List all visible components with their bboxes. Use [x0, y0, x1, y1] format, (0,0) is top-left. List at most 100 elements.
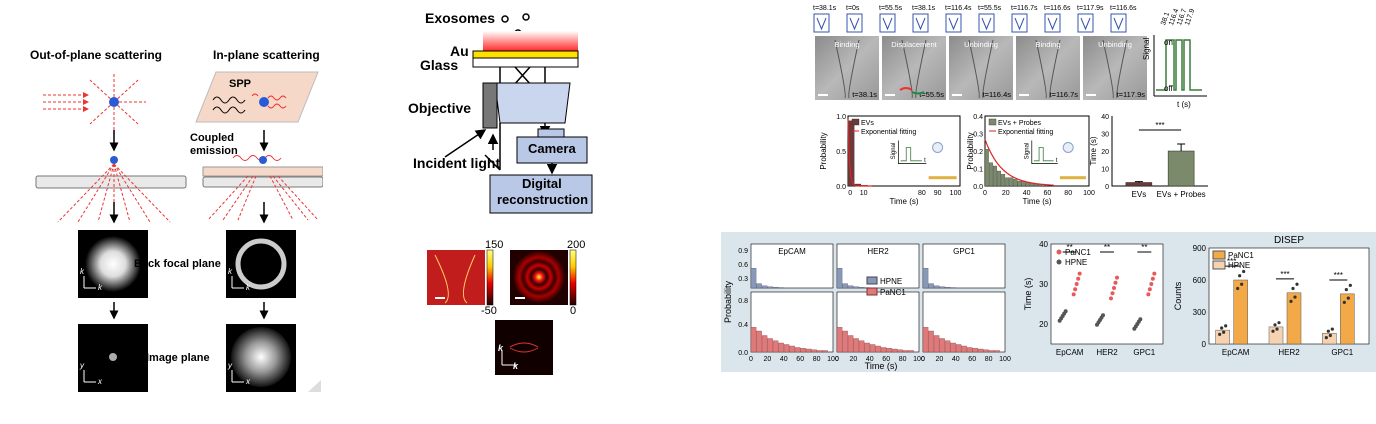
- label-emission: emission: [190, 145, 238, 157]
- y-tick-label: 0.3: [738, 276, 748, 283]
- x-tick-label: 100: [827, 356, 839, 363]
- frame-icon: [1044, 13, 1061, 33]
- frame-time-top: t=38.1s: [912, 5, 936, 12]
- y-tick-label: 0.5: [836, 149, 846, 156]
- camera-box: [516, 136, 588, 164]
- legend-label: EVs + Probes: [998, 120, 1041, 127]
- panc1-bar: [966, 347, 973, 353]
- hpne-point: [1063, 309, 1068, 314]
- frame-time-bottom: t=116.4s: [983, 90, 1012, 99]
- label-camera: Camera: [528, 141, 576, 156]
- title-out-of-plane: Out-of-plane scattering: [30, 48, 163, 62]
- hpne-bar: [853, 286, 859, 289]
- hologram-image: [427, 250, 485, 305]
- signal-off: off: [1164, 84, 1173, 93]
- signal-trace: [1153, 35, 1207, 97]
- legend-swatch: [1212, 250, 1226, 260]
- frame-image: [882, 36, 946, 100]
- hist-bar: [847, 120, 855, 187]
- hist-bar: [1025, 182, 1030, 187]
- cb2-min: 0: [570, 305, 577, 317]
- x-tick-label: EpCAM: [1222, 348, 1250, 357]
- inset-axes: [1031, 140, 1058, 164]
- frame-icon: [945, 13, 962, 33]
- x-tick-label: 60: [882, 356, 890, 363]
- inset-trace: [900, 147, 922, 162]
- legend-label: HPNE: [1228, 261, 1250, 270]
- legend-label: PaNC1: [880, 288, 906, 297]
- panc1-point: [1149, 282, 1154, 286]
- label-coupled: Coupled: [190, 132, 234, 144]
- hpne-bar: [928, 283, 934, 289]
- panc1-point: [1077, 271, 1082, 276]
- axis-x-right: x: [246, 377, 250, 386]
- frame-time-top: t=117.9s: [1077, 5, 1104, 12]
- y-tick-label: 0.6: [738, 262, 748, 269]
- frame-icon: [879, 13, 896, 33]
- y-tick-label: 0: [1202, 340, 1207, 349]
- panc1-point: [1074, 282, 1079, 286]
- inset-vesicle: [932, 142, 944, 153]
- y-tick-label: 40: [1101, 114, 1109, 121]
- panc1-bar: [858, 340, 865, 353]
- panc1-bar: [1233, 279, 1248, 345]
- hpne-bar: [756, 283, 762, 289]
- glass-layer: [472, 57, 579, 68]
- hpne-bar: [922, 268, 929, 289]
- significance-label: ***: [1280, 270, 1289, 279]
- y-tick-label: 40: [1039, 240, 1048, 249]
- panc1-bar: [994, 350, 1000, 353]
- inset-surface: [1059, 176, 1086, 180]
- panc1-point: [1291, 286, 1295, 291]
- hpne-point: [1326, 329, 1330, 333]
- hist-bar: [1017, 180, 1022, 187]
- y-tick-label: 1.0: [836, 114, 846, 121]
- legend-label: HPNE: [1065, 258, 1087, 267]
- x-tick-label: 100: [950, 190, 962, 197]
- panc1-point: [1152, 271, 1157, 276]
- panc1-bar: [811, 349, 817, 353]
- y-tick-label: 10: [1101, 167, 1109, 174]
- frame-icon: [813, 13, 830, 33]
- panc1-bar: [778, 342, 784, 353]
- label-glass: Glass: [420, 57, 459, 73]
- fit-curve: [984, 139, 1054, 186]
- panc1-bar: [933, 335, 940, 353]
- panc1-bar: [950, 342, 956, 353]
- au-layer: [472, 50, 579, 59]
- hpne-bar: [847, 285, 854, 289]
- scattering-diagram: [35, 71, 323, 392]
- x-tick-label: 0: [921, 356, 925, 363]
- frame-time-top: t=0s: [846, 5, 860, 12]
- panc1-bar: [853, 338, 859, 353]
- inset-surface: [928, 176, 957, 180]
- title-in-plane: In-plane scattering: [213, 48, 320, 62]
- legend-swatch: [988, 118, 997, 126]
- panc1-point: [1346, 296, 1350, 300]
- hpne-bar: [767, 286, 773, 289]
- kspace-kx: k: [513, 361, 519, 371]
- axis-kx-right: k: [246, 283, 250, 292]
- x-tick-label: EVs: [1132, 190, 1147, 199]
- hist-bar: [1033, 184, 1038, 187]
- colorbar-1: [486, 249, 494, 306]
- significance-label: **: [1067, 243, 1073, 252]
- y-tick-label: 0.2: [973, 149, 983, 156]
- frame-time-top: t=116.6s: [1110, 5, 1137, 12]
- panc1-bar: [891, 348, 898, 353]
- panc1-bar: [805, 348, 812, 353]
- panc1-bar: [880, 347, 887, 353]
- y-tick-label: 600: [1193, 276, 1207, 285]
- marker-label: EpCAM: [778, 247, 806, 256]
- legend-label: PaNC1: [1065, 248, 1091, 257]
- inset-xlabel: t: [924, 158, 926, 164]
- legend-label: Exponential fitting: [861, 129, 916, 136]
- cb1-max: 150: [485, 239, 504, 251]
- panc1-bar: [767, 338, 773, 353]
- hpne-point: [1273, 323, 1277, 327]
- frame-scalebar: [885, 94, 895, 96]
